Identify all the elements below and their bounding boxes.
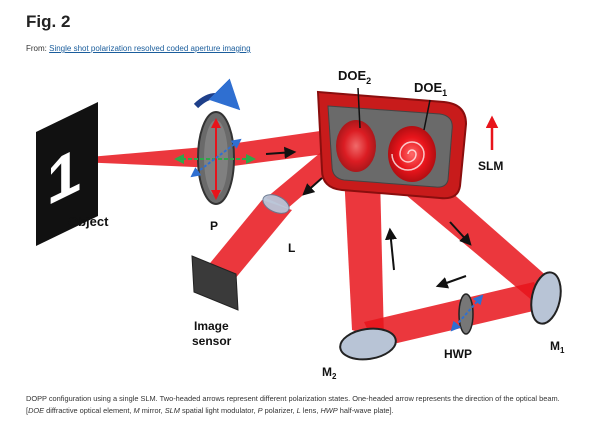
object-plate: [36, 102, 98, 246]
label-doe2: DOE: [338, 68, 367, 83]
direction-arrows: [265, 146, 472, 289]
label-doe1-sub: 1: [442, 88, 447, 98]
doe2-pointer: [357, 87, 361, 129]
caption-text-1: DOPP configuration using a single SLM. T…: [26, 394, 560, 415]
caption-def-l: lens,: [300, 406, 321, 415]
caption-term-m: M: [133, 406, 140, 415]
caption-term-p: P: [257, 406, 263, 415]
image-sensor: [191, 255, 239, 311]
beam-slm-to-m1: [388, 168, 558, 302]
diagram-svg: 1 Object P L Image sensor: [36, 68, 565, 381]
caption-def-p: polarizer,: [262, 406, 297, 415]
object-digit: 1: [47, 133, 81, 219]
doe1-pointer: [423, 99, 431, 131]
polarization-arrow-diagonal-icon: [190, 138, 242, 178]
caption-term-hwp: HWP: [320, 406, 338, 415]
beam-m2-to-slm: [344, 174, 384, 340]
label-m1: M: [550, 339, 560, 353]
caption-def-doe: diffractive optical element,: [44, 406, 134, 415]
direction-arrow-to-hwp-icon: [435, 275, 467, 289]
label-m2: M: [322, 365, 332, 379]
direction-arrow-to-lens-icon: [302, 177, 323, 196]
figure-title: Fig. 2: [26, 12, 71, 31]
doe2-pattern: [336, 120, 376, 172]
caption-term-doe: DOE: [28, 406, 45, 415]
label-lens: L: [288, 241, 295, 255]
direction-arrow-to-slm-icon: [265, 146, 297, 159]
label-m2-group: M2: [322, 365, 337, 381]
label-m1-sub: 1: [560, 346, 565, 355]
optical-setup-diagram: 1 Object P L Image sensor: [26, 58, 574, 386]
caption-term-l: L: [296, 406, 301, 415]
label-doe1-group: DOE1: [414, 80, 447, 98]
caption-def-hwp: half-wave plate].: [337, 406, 394, 415]
label-doe2-group: DOE2: [338, 68, 371, 86]
label-polarizer: P: [210, 219, 218, 233]
mirror-m2: [339, 327, 397, 361]
label-image-sensor-line1: Image: [194, 319, 229, 333]
label-object: Object: [68, 214, 109, 229]
mirror-m1: [530, 271, 562, 325]
direction-arrow-to-slm-return-icon: [384, 227, 397, 271]
direction-arrow-to-m1-icon: [449, 221, 472, 246]
doe1-pattern: [388, 126, 436, 182]
label-doe2-sub: 2: [366, 76, 371, 86]
rotation-arrow-icon: [193, 78, 241, 111]
label-doe1: DOE: [414, 80, 443, 95]
figure-caption: DOPP configuration using a single SLM. T…: [26, 393, 578, 417]
caption-def-slm: spatial light modulator,: [179, 406, 258, 415]
half-wave-plate: [450, 293, 484, 335]
object-card: 1: [36, 102, 98, 246]
source-prefix: From:: [26, 44, 50, 53]
label-m1-group: M1: [550, 339, 565, 355]
caption-term-slm: SLM: [164, 406, 180, 415]
label-hwp: HWP: [444, 347, 472, 361]
label-slm: SLM: [478, 159, 503, 173]
doe1-spiral-lines: [391, 141, 425, 171]
beam-lens-to-sensor: [206, 200, 292, 280]
slm-device: [316, 87, 468, 200]
source-article-link[interactable]: Single shot polarization resolved coded …: [49, 44, 251, 53]
polarizer: [174, 78, 256, 205]
source-line: From: Single shot polarization resolved …: [26, 44, 251, 53]
label-image-sensor-line2: sensor: [192, 334, 232, 348]
label-m2-sub: 2: [332, 372, 337, 381]
caption-def-m: mirror,: [139, 406, 165, 415]
lens: [262, 194, 290, 214]
hwp-polarization-arrow-icon: [450, 294, 484, 332]
